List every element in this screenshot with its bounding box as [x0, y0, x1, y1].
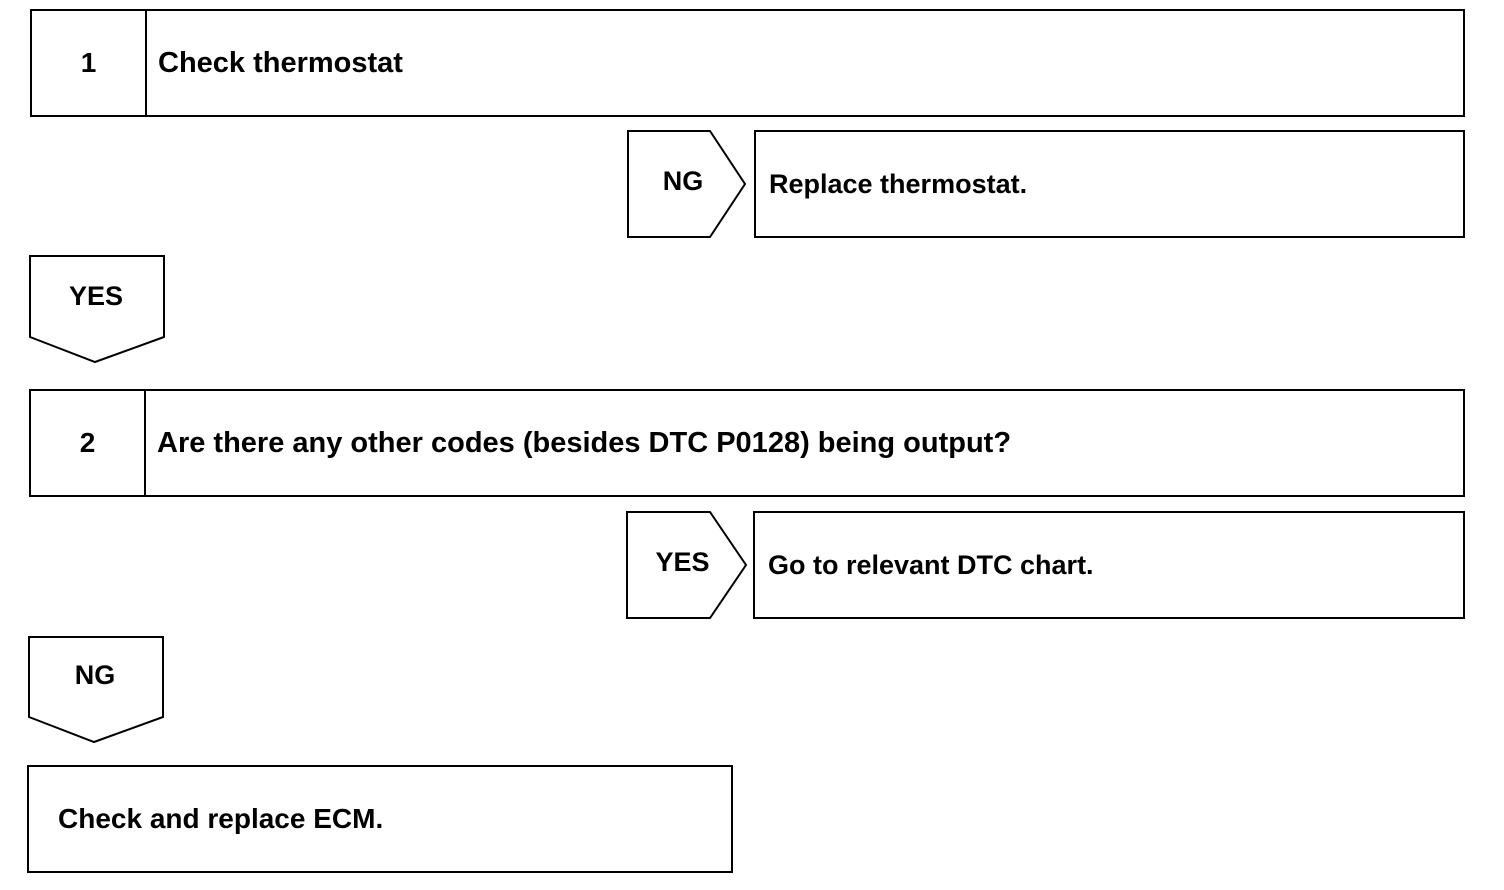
step-2-side-label: YES — [655, 547, 710, 577]
step-1-side-label: NG — [662, 166, 704, 196]
final-action-box: Check and replace ECM. — [27, 765, 733, 873]
step-1-number: 1 — [32, 11, 147, 115]
step-1-box: 1 Check thermostat — [30, 9, 1465, 117]
step-1-down-label: YES — [68, 281, 124, 311]
step-2-box: 2 Are there any other codes (besides DTC… — [29, 389, 1465, 497]
right-arrow-tag-shape — [626, 511, 748, 619]
step-2-side-result: Go to relevant DTC chart. — [753, 511, 1465, 619]
step-2-side-arrow-tag: YES — [626, 511, 748, 619]
step-2-down-label: NG — [74, 660, 116, 690]
step-2-text: Are there any other codes (besides DTC P… — [157, 426, 1012, 459]
down-arrow-tag-shape — [28, 636, 164, 744]
right-arrow-tag-shape — [627, 130, 747, 238]
step-1-side-arrow-tag: NG — [627, 130, 747, 238]
step-1-down-arrow-tag: YES — [28, 254, 168, 366]
step-2-down-arrow-tag: NG — [27, 635, 167, 747]
down-arrow-tag-shape — [29, 255, 165, 364]
step-1-side-result: Replace thermostat. — [754, 130, 1465, 238]
step-2-number: 2 — [31, 391, 146, 495]
step-1-text: Check thermostat — [158, 46, 403, 79]
